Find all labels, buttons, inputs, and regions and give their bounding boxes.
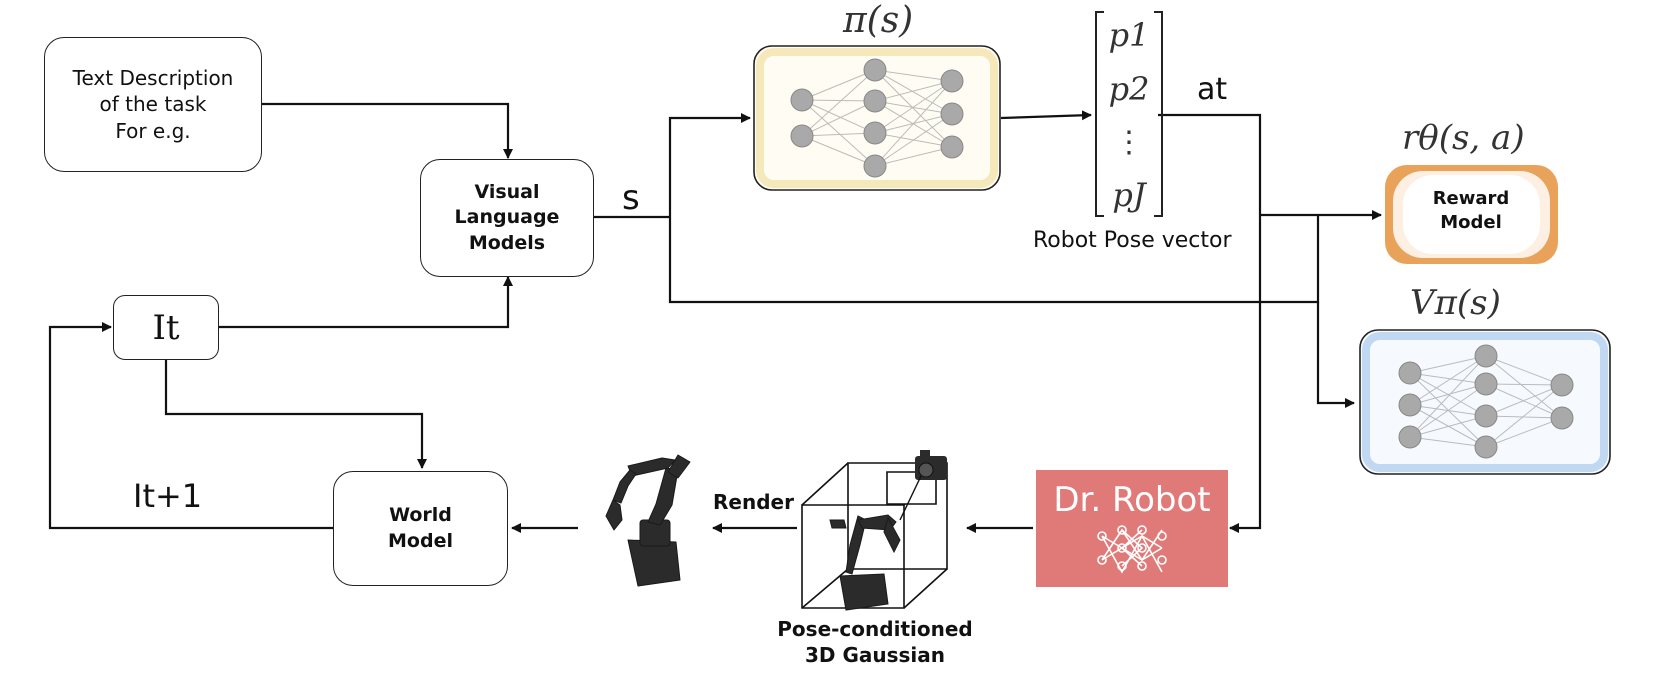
arrow-state-to-policy bbox=[668, 113, 751, 217]
state-label: s bbox=[622, 178, 640, 218]
line-action bbox=[1158, 113, 1262, 215]
world-model-box: World Model bbox=[333, 471, 508, 586]
gaussian-label: Pose-conditioned 3D Gaussian bbox=[777, 617, 973, 667]
pose-entry-j: pJ bbox=[1112, 175, 1146, 214]
text-description-label: Text Description of the task For e.g. bbox=[72, 65, 234, 143]
arrow-text-to-vlm bbox=[260, 102, 513, 159]
render-label: Render bbox=[713, 490, 794, 514]
world-model-label: World Model bbox=[388, 503, 453, 552]
arrow-loop-to-it bbox=[48, 322, 333, 530]
reward-title: rθ(s, a) bbox=[1402, 118, 1525, 158]
action-label: at bbox=[1197, 72, 1228, 107]
camera-icon bbox=[899, 450, 947, 521]
pose-entry-ellipsis: ⋮ bbox=[1114, 124, 1144, 160]
image-t-label: It bbox=[152, 307, 180, 348]
image-t-box: It bbox=[113, 295, 219, 360]
dr-robot-network-icon bbox=[1097, 525, 1167, 574]
dr-robot-box bbox=[1036, 470, 1228, 587]
image-t1-label: It+1 bbox=[133, 477, 203, 515]
policy-title: π(s) bbox=[843, 0, 914, 41]
pose-entry-2: p2 bbox=[1108, 70, 1150, 109]
dr-robot-label: Dr. Robot bbox=[1053, 480, 1211, 520]
vlm-label: Visual Language Models bbox=[454, 180, 560, 254]
pose-vector-brackets bbox=[1095, 11, 1163, 217]
text-description-box: Text Description of the task For e.g. bbox=[44, 37, 262, 172]
policy-network bbox=[753, 45, 1001, 191]
arrow-it-to-worldmodel bbox=[164, 359, 427, 469]
pose-entry-1: p1 bbox=[1108, 16, 1150, 54]
cube-robot-arm bbox=[829, 514, 901, 611]
pose-vector: p1 p2 ⋮ pJ bbox=[1104, 16, 1154, 214]
arrow-action-to-drrobot bbox=[1229, 215, 1262, 533]
vlm-box: Visual Language Models bbox=[420, 159, 594, 277]
rendered-robot-image bbox=[605, 454, 691, 587]
arrow-it-to-vlm bbox=[218, 276, 513, 329]
pose-vector-caption: Robot Pose vector bbox=[1033, 228, 1232, 253]
reward-model-box bbox=[1385, 165, 1558, 264]
line-state-bypass bbox=[668, 215, 1320, 304]
reward-model-label: Reward Model bbox=[1432, 188, 1510, 234]
arrow-to-value bbox=[1316, 302, 1355, 408]
value-network bbox=[1359, 329, 1611, 475]
value-title: Vπ(s) bbox=[1410, 283, 1501, 323]
arrow-policy-to-pose bbox=[1000, 110, 1092, 121]
